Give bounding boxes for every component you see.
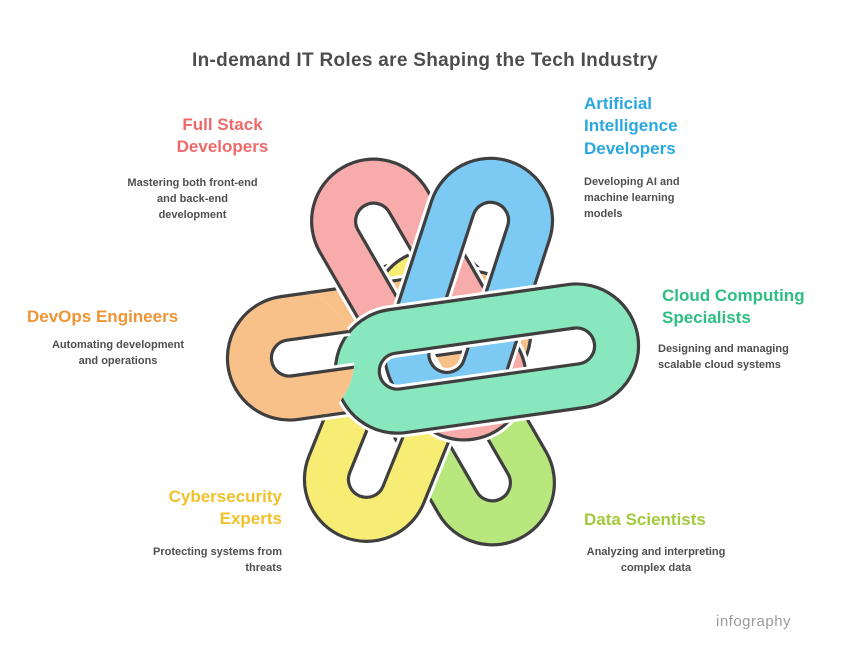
ai-role-description: Developing AI and machine learning model… — [584, 176, 680, 220]
fullstack-role-description: Mastering both front-end and back-end de… — [127, 177, 258, 221]
devops-role-description: Automating development and operations — [51, 339, 184, 367]
cybersecurity-role-description: Protecting systems from threats — [153, 546, 282, 574]
cloud-role-label: Cloud Computing Specialists — [662, 286, 805, 328]
watermark: infography — [716, 613, 792, 630]
cloud-role-description: Designing and managing scalable cloud sy… — [658, 343, 789, 371]
data-scientists-role-label: Data Scientists — [584, 510, 706, 529]
data-scientists-role-description: Analyzing and interpreting complex data — [586, 546, 726, 574]
ai-role-label: Artificial Intelligence Developers — [584, 94, 678, 158]
fullstack-role-label: Full Stack Developers — [176, 115, 269, 157]
devops-role-label: DevOps Engineers — [27, 307, 179, 326]
cybersecurity-role-label: Cybersecurity Experts — [168, 487, 282, 529]
page-title: In-demand IT Roles are Shaping the Tech … — [192, 50, 658, 71]
